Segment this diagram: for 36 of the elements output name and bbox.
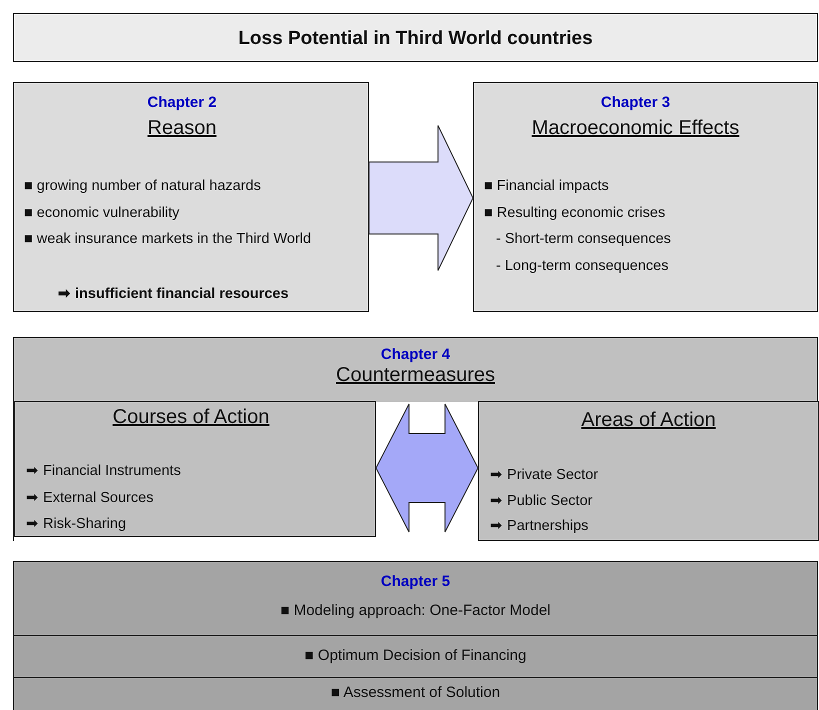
bullet-item: ■ Assessment of Solution — [330, 684, 502, 701]
bullet-item: ➡ External Sources — [26, 489, 154, 506]
heading: Macroeconomic Effects — [530, 117, 740, 140]
bullet-item: ➡ Risk-Sharing — [26, 515, 126, 532]
bullet-item: ➡ Partnerships — [490, 517, 588, 534]
chapter-label: Chapter 2 — [146, 94, 218, 111]
heading: Areas of Action — [580, 409, 717, 432]
chapter-label: Chapter 3 — [600, 94, 672, 111]
chapter-band — [13, 337, 818, 541]
bullet-item: - Long-term consequences — [496, 258, 668, 274]
double-block-arrow — [375, 404, 479, 532]
title-box — [13, 13, 818, 62]
bullet-item: ■ Modeling approach: One-Factor Model — [279, 602, 552, 619]
bullet-item: ➡ Private Sector — [490, 466, 598, 483]
chapter-box — [13, 82, 369, 312]
chapter-box — [473, 82, 818, 312]
heading: Courses of Action — [112, 406, 270, 429]
bullet-item: ■ economic vulnerability — [24, 205, 180, 221]
bullet-item: ■ Financial impacts — [484, 178, 609, 194]
block-arrow — [368, 125, 474, 271]
bullet-item: ➡ insufficient financial resources — [58, 285, 289, 302]
bullet-item: ➡ Public Sector — [490, 492, 592, 509]
chapter-band — [13, 561, 818, 710]
section-box — [14, 401, 376, 537]
bullet-item: - Short-term consequences — [496, 231, 671, 247]
chapter-label: Chapter 5 — [380, 573, 452, 590]
bullet-item: ■ Resulting economic crises — [484, 205, 666, 221]
heading: Countermeasures — [335, 364, 496, 387]
chapter-label: Chapter 4 — [380, 346, 452, 363]
bullet-item: ➡ Financial Instruments — [26, 462, 181, 479]
bullet-item: ■ weak insurance markets in the Third World — [24, 231, 312, 247]
bullet-item: ■ Optimum Decision of Financing — [304, 647, 528, 664]
heading: Reason — [146, 117, 218, 140]
bullet-item: ■ growing number of natural hazards — [24, 178, 261, 194]
section-box — [478, 401, 819, 541]
title: Loss Potential in Third World countries — [237, 28, 594, 50]
